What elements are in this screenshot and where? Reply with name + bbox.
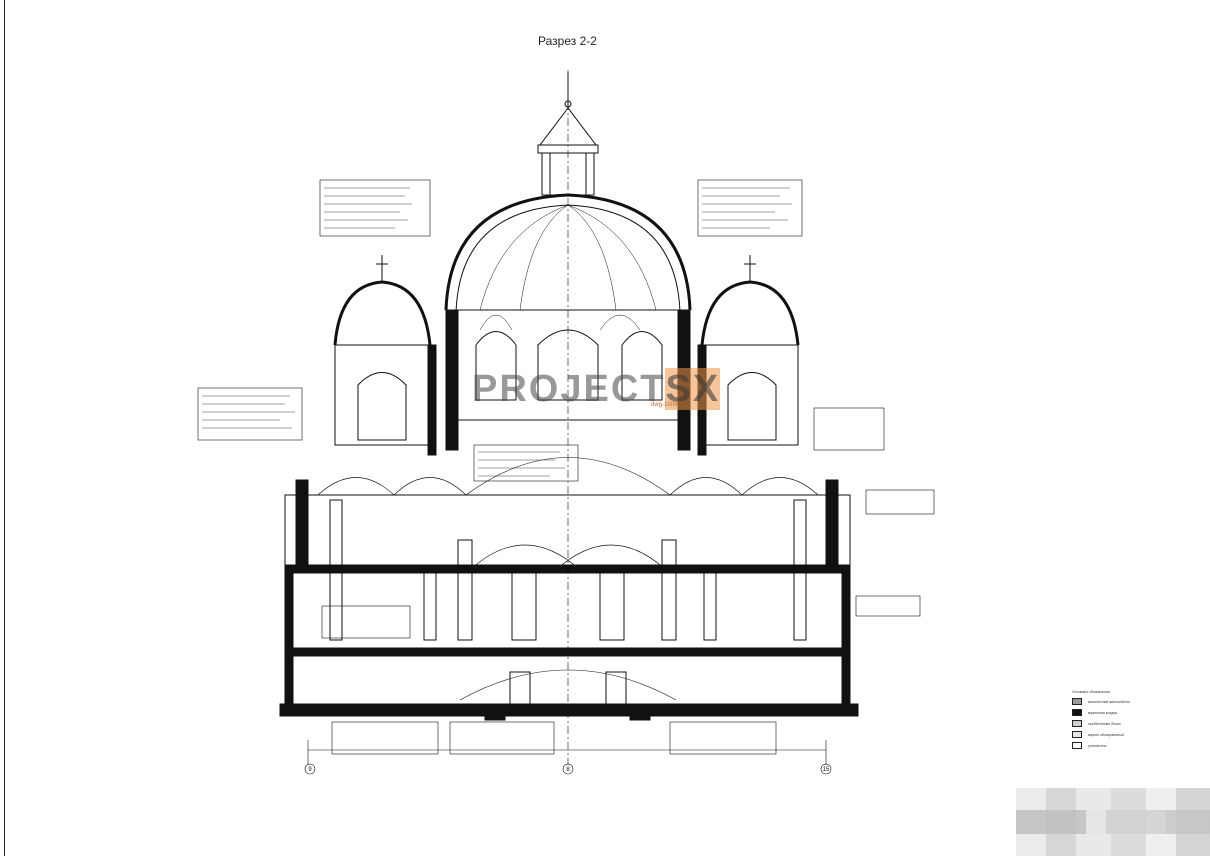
watermark: PROJECTSX <box>472 368 721 411</box>
drawing-title: Разрез 2-2 <box>538 34 597 48</box>
note-box <box>197 387 303 441</box>
sheet-frame-line <box>4 0 5 856</box>
legend-swatch <box>1072 720 1082 727</box>
legend-swatch <box>1072 742 1082 749</box>
legend-item: монолитный железобетон <box>1072 696 1192 707</box>
note-box <box>813 407 885 451</box>
note-box <box>321 605 411 639</box>
left-dome <box>333 280 432 346</box>
legend-item: газобетонные блоки <box>1072 718 1192 729</box>
right-drum-window <box>727 372 777 441</box>
note-box <box>449 721 555 755</box>
axis-label: 8 <box>566 767 570 773</box>
legend-label: кирпичная кладка <box>1088 710 1118 715</box>
right-dome <box>700 280 800 346</box>
legend-label: кирпич облицовочный <box>1088 732 1124 737</box>
note-box <box>697 179 803 237</box>
legend-label: газобетонные блоки <box>1088 721 1121 726</box>
drum-window-right <box>621 331 663 401</box>
axis-marker <box>562 763 574 775</box>
legend-item: кирпич облицовочный <box>1072 729 1192 740</box>
note-box <box>319 179 431 237</box>
note-box <box>865 489 935 515</box>
column <box>599 569 625 641</box>
axis-label: 15 <box>823 767 830 773</box>
watermark-highlight: SX <box>665 368 721 410</box>
note-box <box>669 721 777 755</box>
note-box <box>855 595 921 617</box>
legend-swatch <box>1072 731 1082 738</box>
left-drum <box>334 344 431 446</box>
column <box>511 569 537 641</box>
axis-label: 9 <box>308 767 312 773</box>
legend-swatch <box>1072 709 1082 716</box>
left-drum-window <box>357 372 407 441</box>
legend-title: Условные обозначения <box>1072 690 1110 694</box>
legend-label: монолитный железобетон <box>1088 699 1130 704</box>
watermark-text: PROJECT <box>472 368 666 410</box>
axis-marker <box>820 763 832 775</box>
legend-label: утеплитель <box>1088 743 1107 748</box>
legend: Условные обозначения монолитный железобе… <box>1072 688 1192 751</box>
legend-swatch <box>1072 698 1082 705</box>
axis-marker <box>304 763 316 775</box>
legend-item: утеплитель <box>1072 740 1192 751</box>
note-box <box>331 721 439 755</box>
blurred-stamp <box>1016 788 1210 856</box>
drum-window-center <box>537 329 599 401</box>
drum-window-left <box>475 331 517 401</box>
note-box <box>473 444 579 482</box>
watermark-sub: dwg-1009 <box>651 402 678 408</box>
legend-item: кирпичная кладка <box>1072 707 1192 718</box>
main-body <box>284 494 851 656</box>
